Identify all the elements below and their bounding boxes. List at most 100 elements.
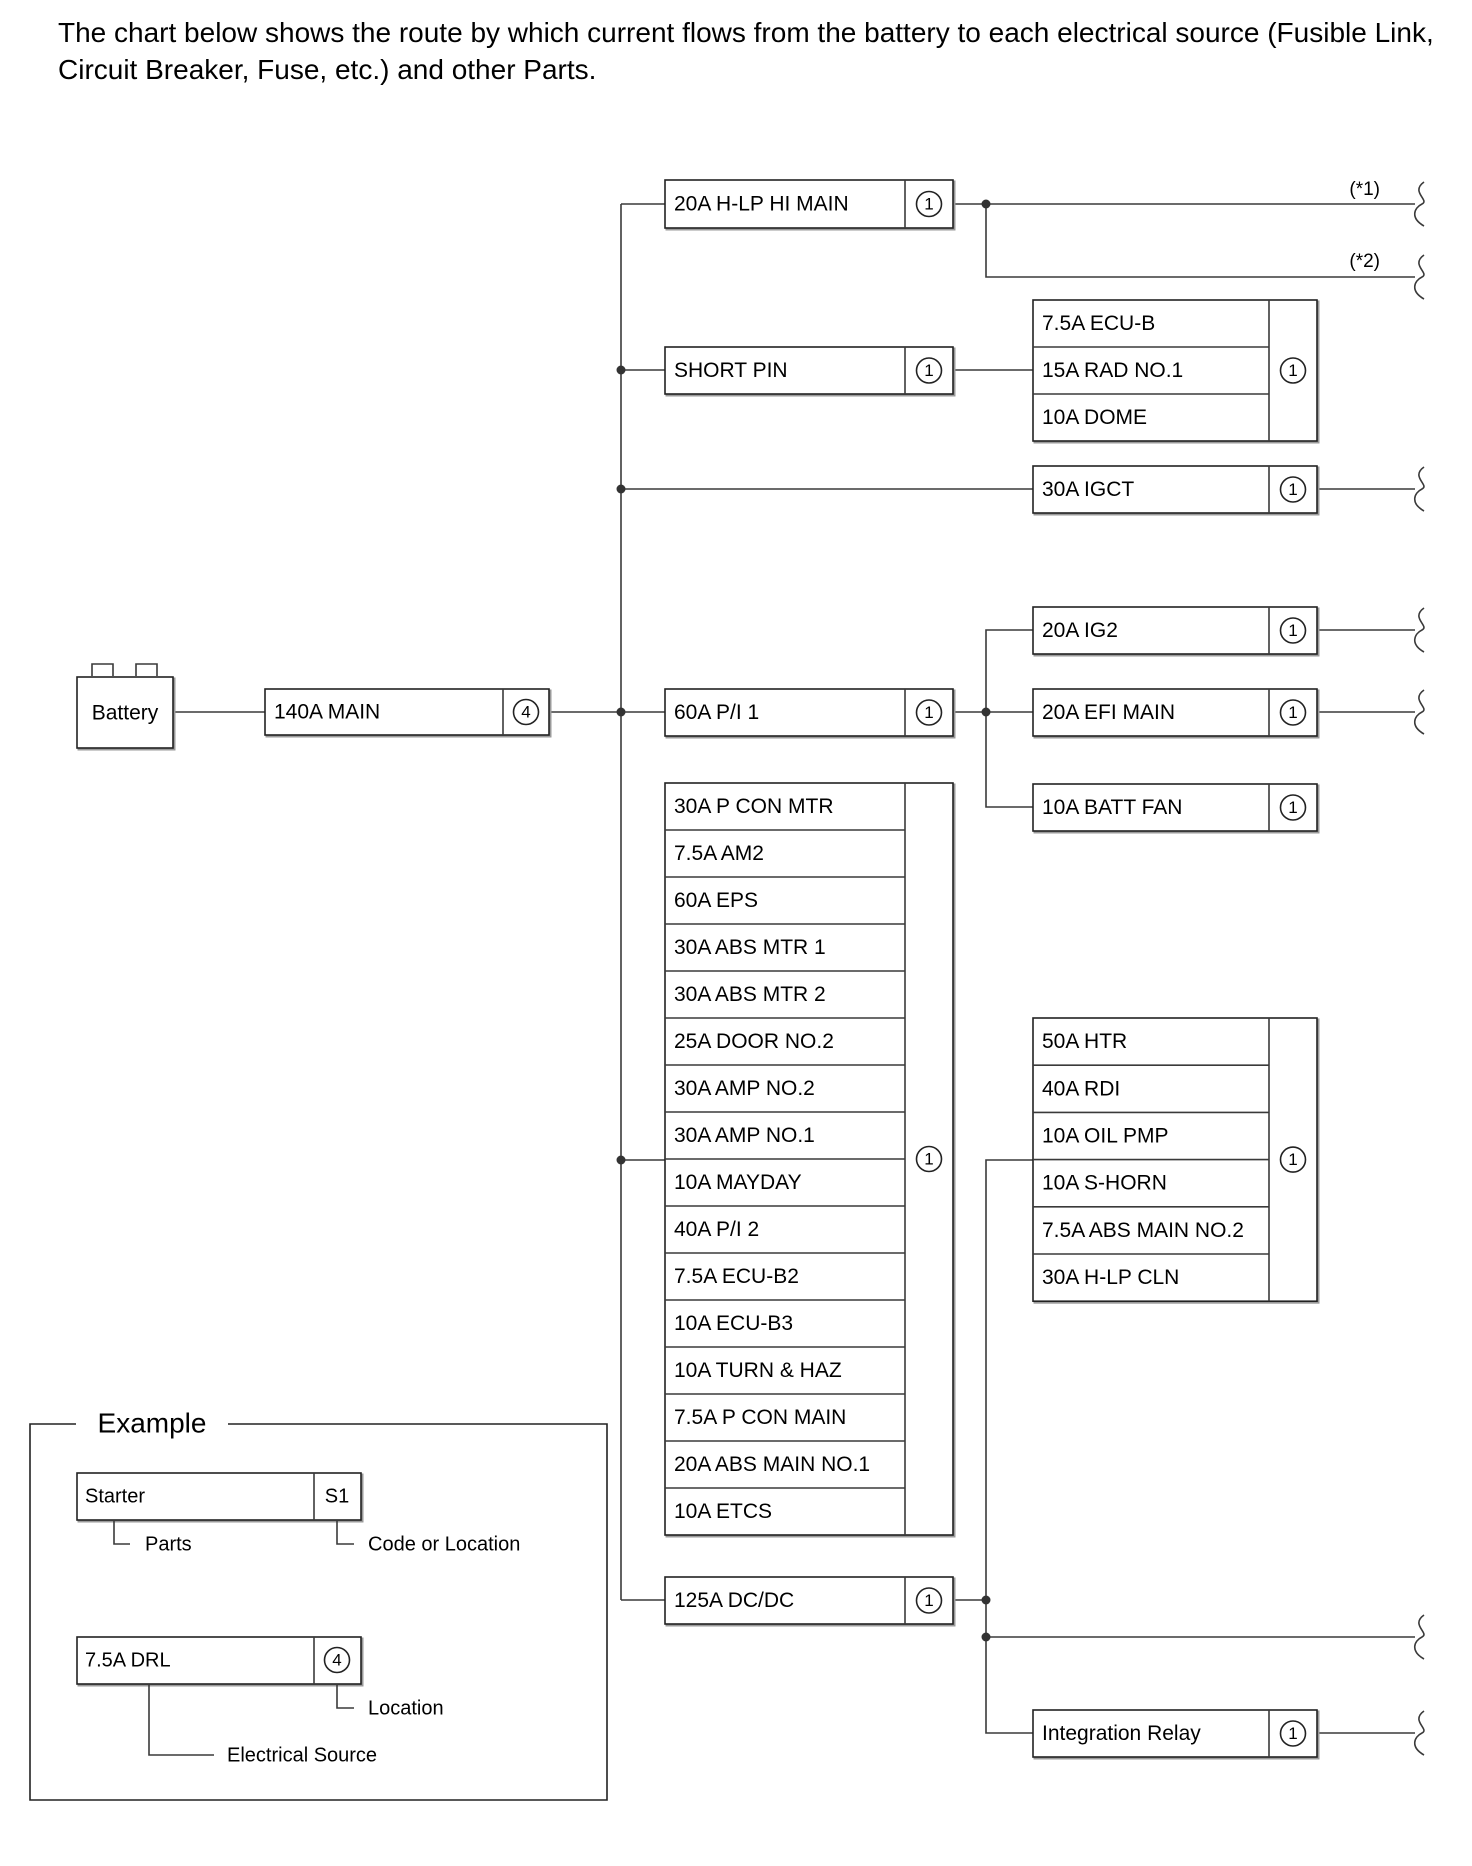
example-code-caption: Code or Location xyxy=(368,1533,520,1555)
junction-dot xyxy=(616,484,626,494)
dcdc-group-item: 50A HTR xyxy=(1042,1030,1127,1053)
example-source-location-circle xyxy=(323,1646,351,1674)
short-pin-group-location-number: 1 xyxy=(1288,361,1297,380)
h-lp-hi-main-location-number: 1 xyxy=(924,194,933,213)
example-part-code: S1 xyxy=(325,1485,349,1507)
pi1-branch-3-label: 10A BATT FAN xyxy=(1042,796,1182,819)
short-pin-group-location-circle xyxy=(1279,357,1307,384)
example-source-location-number: 4 xyxy=(332,1650,341,1669)
main-fuse-group-item: 10A ECU-B3 xyxy=(674,1312,793,1335)
continuation-mark xyxy=(1413,1614,1425,1660)
short-pin-location-number: 1 xyxy=(924,361,933,380)
example-source-caption: Electrical Source xyxy=(227,1744,377,1766)
example-leader xyxy=(148,1684,214,1756)
example-parts-caption: Parts xyxy=(145,1533,192,1555)
pi1-branch-3-location-circle xyxy=(1279,794,1307,821)
example-source-name: 7.5A DRL xyxy=(85,1649,171,1671)
dcdc-label: 125A DC/DC xyxy=(674,1589,794,1612)
main-fuse-group-item: 60A EPS xyxy=(674,889,758,912)
igct-location-number: 1 xyxy=(1288,480,1297,499)
integration-relay-label: Integration Relay xyxy=(1042,1722,1201,1745)
junction-dot xyxy=(981,1632,991,1642)
main-fuse-group-item: 30A P CON MTR xyxy=(674,795,834,818)
example-leader xyxy=(336,1684,354,1709)
main-fuse-location-number: 4 xyxy=(521,702,530,721)
dcdc-group-item: 30A H-LP CLN xyxy=(1042,1266,1179,1289)
wire-pi1-branches xyxy=(985,629,1033,808)
main-fuse-box xyxy=(264,688,550,736)
example-leader xyxy=(113,1520,130,1545)
junction-dot xyxy=(616,707,626,717)
junction-dot xyxy=(616,1155,626,1165)
short-pin-label: SHORT PIN xyxy=(674,359,788,382)
main-fuse-group-location-number: 1 xyxy=(924,1149,933,1168)
example-frame xyxy=(29,1423,608,1801)
example-leader xyxy=(336,1520,354,1545)
dcdc-location-circle xyxy=(915,1587,943,1614)
wire-dcdc-branches xyxy=(985,1159,1033,1734)
main-fuse-group-item: 30A AMP NO.2 xyxy=(674,1077,815,1100)
dcdc-group-item: 10A OIL PMP xyxy=(1042,1125,1168,1148)
igct-label: 30A IGCT xyxy=(1042,478,1134,501)
dcdc-location-number: 1 xyxy=(924,1591,933,1610)
wire-note-2 xyxy=(985,204,1415,278)
short-pin-group-item: 15A RAD NO.1 xyxy=(1042,359,1183,382)
junction-dot xyxy=(981,199,991,209)
main-fuse-group-item: 7.5A AM2 xyxy=(674,842,764,865)
pi1-label: 60A P/I 1 xyxy=(674,701,759,724)
junction-dot xyxy=(616,365,626,375)
h-lp-hi-main-location-circle xyxy=(915,190,943,218)
dcdc-group-item: 7.5A ABS MAIN NO.2 xyxy=(1042,1219,1244,1242)
example-part-name: Starter xyxy=(85,1485,145,1507)
main-fuse-group-item: 10A MAYDAY xyxy=(674,1171,802,1194)
continuation-mark xyxy=(1413,466,1425,512)
battery-label: Battery xyxy=(92,702,159,725)
pi1-branch-2-location-number: 1 xyxy=(1288,703,1297,722)
junction-dot xyxy=(981,1595,991,1605)
short-pin-group-item: 10A DOME xyxy=(1042,406,1147,429)
continuation-mark xyxy=(1413,1710,1425,1756)
main-fuse-group-item: 30A AMP NO.1 xyxy=(674,1124,815,1147)
continuation-mark xyxy=(1413,689,1425,735)
pi1-branch-1-label: 20A IG2 xyxy=(1042,619,1118,642)
junction-dot xyxy=(981,707,991,717)
igct-location-circle xyxy=(1279,476,1307,503)
dcdc-group-location-circle xyxy=(1279,1146,1307,1173)
dcdc-group-item: 10A S-HORN xyxy=(1042,1172,1167,1195)
example-title: Example xyxy=(98,1407,207,1438)
pi1-location-number: 1 xyxy=(924,703,933,722)
battery-terminal xyxy=(135,663,158,676)
short-pin-location-circle xyxy=(915,357,943,384)
continuation-mark xyxy=(1413,181,1425,227)
main-fuse-group-item: 30A ABS MTR 1 xyxy=(674,936,826,959)
pi1-branch-2-label: 20A EFI MAIN xyxy=(1042,701,1175,724)
main-fuse-group-item: 7.5A ECU-B2 xyxy=(674,1265,799,1288)
main-fuse-label: 140A MAIN xyxy=(274,701,380,724)
battery-box xyxy=(76,676,174,749)
main-fuse-location-circle xyxy=(512,698,540,726)
pi1-branch-1-location-number: 1 xyxy=(1288,621,1297,640)
pi1-location-circle xyxy=(915,699,943,726)
example-location-caption: Location xyxy=(368,1697,444,1719)
main-fuse-group-item: 10A TURN & HAZ xyxy=(674,1359,842,1382)
main-fuse-group-item: 10A ETCS xyxy=(674,1500,772,1523)
h-lp-hi-main-label: 20A H-LP HI MAIN xyxy=(674,193,849,216)
short-pin-group-item: 7.5A ECU-B xyxy=(1042,312,1155,335)
integration-relay-location-number: 1 xyxy=(1288,1724,1297,1743)
intro-text: The chart below shows the route by which… xyxy=(58,17,1434,85)
pi1-branch-1-location-circle xyxy=(1279,617,1307,644)
main-fuse-group-item: 7.5A P CON MAIN xyxy=(674,1406,846,1429)
main-fuse-group-item: 20A ABS MAIN NO.1 xyxy=(674,1453,870,1476)
continuation-mark xyxy=(1413,607,1425,653)
dcdc-group-location-number: 1 xyxy=(1288,1150,1297,1169)
pi1-branch-2-location-circle xyxy=(1279,699,1307,726)
continuation-mark xyxy=(1413,254,1425,300)
main-fuse-group-item: 30A ABS MTR 2 xyxy=(674,983,826,1006)
main-fuse-group-location-circle xyxy=(915,1145,943,1173)
dcdc-group-item: 40A RDI xyxy=(1042,1077,1120,1100)
note-1-label: (*1) xyxy=(1349,179,1380,200)
main-fuse-group-item: 40A P/I 2 xyxy=(674,1218,759,1241)
pi1-branch-3-location-number: 1 xyxy=(1288,798,1297,817)
main-fuse-group-item: 25A DOOR NO.2 xyxy=(674,1030,834,1053)
